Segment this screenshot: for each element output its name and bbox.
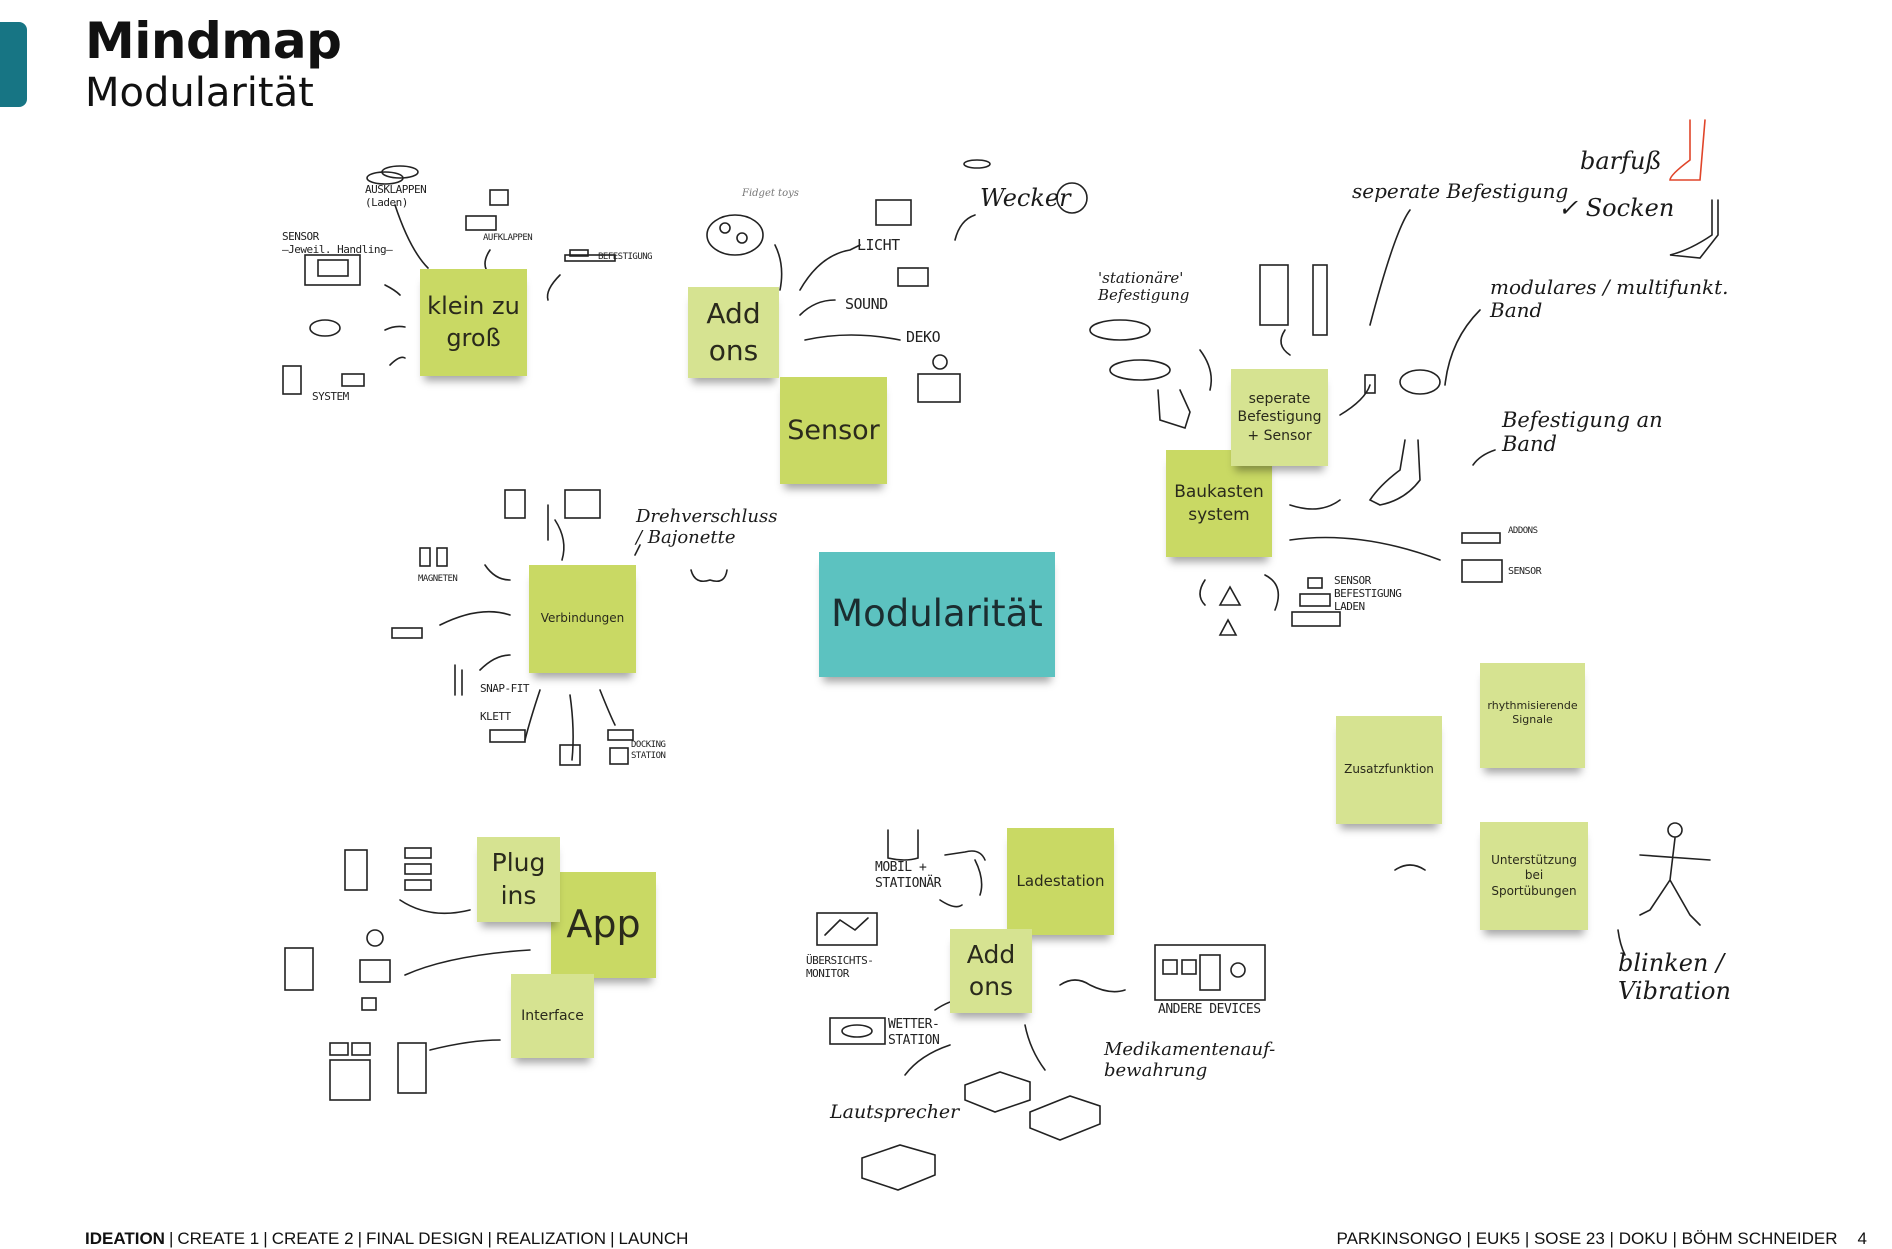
label-docking-station: DOCKING STATION xyxy=(631,740,666,761)
footer-nav-create-1[interactable]: CREATE 1 xyxy=(177,1229,260,1248)
label-addons-small: ADDONS xyxy=(1508,526,1538,536)
label-fidget-toys: Fidget toys xyxy=(742,188,799,199)
label-wecker: Wecker xyxy=(980,184,1071,212)
footer-nav-launch[interactable]: LAUNCH xyxy=(618,1229,689,1248)
page-title: Mindmap xyxy=(85,12,342,70)
label-mobil-stationaer: MOBIL + STATIONÄR xyxy=(875,860,941,891)
label-seperate-befestigung: seperate Befestigung xyxy=(1352,179,1569,203)
label-blinken-vibration: blinken / Vibration xyxy=(1618,949,1731,1005)
note-sensor: Sensor xyxy=(780,377,887,484)
label-aufklappen: AUFKLAPPEN xyxy=(483,233,533,243)
label-uebersichts-monitor: ÜBERSICHTS- MONITOR xyxy=(806,954,874,981)
note-interface: Interface xyxy=(511,974,594,1058)
footer-project-info: PARKINSONGO | EUK5 | SOSE 23 | DOKU | BÖ… xyxy=(1336,1229,1838,1248)
label-deko: DEKO xyxy=(906,328,941,346)
label-medikamentenaufbewahrung: Medikamentenauf- bewahrung xyxy=(1104,1039,1276,1081)
note-seperate-befestigung: seperate Befestigung + Sensor xyxy=(1231,369,1328,466)
note-rhythmisierende-signale: rhythmisierende Signale xyxy=(1480,663,1585,768)
note-addons-top: Add ons xyxy=(688,287,779,378)
note-zusatzfunktion: Zusatzfunktion xyxy=(1336,716,1442,824)
label-magneten: MAGNETEN xyxy=(418,574,458,584)
note-verbindungen: Verbindungen xyxy=(529,565,636,673)
label-sensor-small: SENSOR xyxy=(1508,566,1542,577)
label-modulares-band: modulares / multifunkt. Band xyxy=(1490,275,1729,322)
label-sensor-handling: SENSOR –Jeweil. Handling– xyxy=(282,230,393,257)
label-snap-fit: SNAP-FIT xyxy=(480,682,529,695)
note-app: App xyxy=(551,872,656,978)
label-andere-devices: ANDERE DEVICES xyxy=(1158,1002,1261,1017)
note-klein-zu-gross: klein zu groß xyxy=(420,269,527,376)
page-number: 4 xyxy=(1857,1229,1867,1248)
footer-nav-ideation[interactable]: IDEATION xyxy=(85,1229,165,1248)
footer-info: PARKINSONGO | EUK5 | SOSE 23 | DOKU | BÖ… xyxy=(1337,1229,1867,1249)
label-drehverschluss: Drehverschluss / Bajonette xyxy=(636,506,778,548)
note-ladestation: Ladestation xyxy=(1007,828,1114,935)
label-lautsprecher: Lautsprecher xyxy=(830,1101,960,1123)
note-addons-bottom: Add ons xyxy=(950,929,1032,1013)
label-befestigung-an-band: Befestigung an Band xyxy=(1502,408,1663,457)
footer-nav-realization[interactable]: REALIZATION xyxy=(495,1229,607,1248)
label-sound: SOUND xyxy=(845,295,888,313)
note-unterstuetzung-sportuebungen: Unterstützung bei Sportübungen xyxy=(1480,822,1588,930)
footer-nav: IDEATION|CREATE 1|CREATE 2|FINAL DESIGN|… xyxy=(85,1229,689,1248)
page-subtitle: Modularität xyxy=(85,70,314,116)
label-ausklappen: AUSKLAPPEN (Laden) xyxy=(365,183,427,210)
footer-nav-final-design[interactable]: FINAL DESIGN xyxy=(365,1229,484,1248)
label-stationaere-befestigung: 'stationäre' Befestigung xyxy=(1098,269,1190,305)
label-wetter-station: WETTER- STATION xyxy=(888,1017,940,1048)
label-sensor-befestigung-laden: SENSOR BEFESTIGUNG LADEN xyxy=(1334,574,1402,614)
label-licht: LICHT xyxy=(857,236,900,254)
label-system: SYSTEM xyxy=(312,390,349,403)
footer-nav-create-2[interactable]: CREATE 2 xyxy=(271,1229,354,1248)
central-topic-modularitaet: Modularität xyxy=(819,552,1055,677)
note-plug-ins: Plug ins xyxy=(477,837,560,922)
label-befestigung-top: BEFESTIGUNG xyxy=(598,252,653,262)
label-barfuss: barfuß xyxy=(1580,147,1662,175)
label-klett: KLETT xyxy=(480,710,511,723)
label-socken: ✓ Socken xyxy=(1558,194,1675,222)
section-tab-marker xyxy=(0,22,27,107)
note-baukasten-system: Baukasten system xyxy=(1166,450,1272,557)
